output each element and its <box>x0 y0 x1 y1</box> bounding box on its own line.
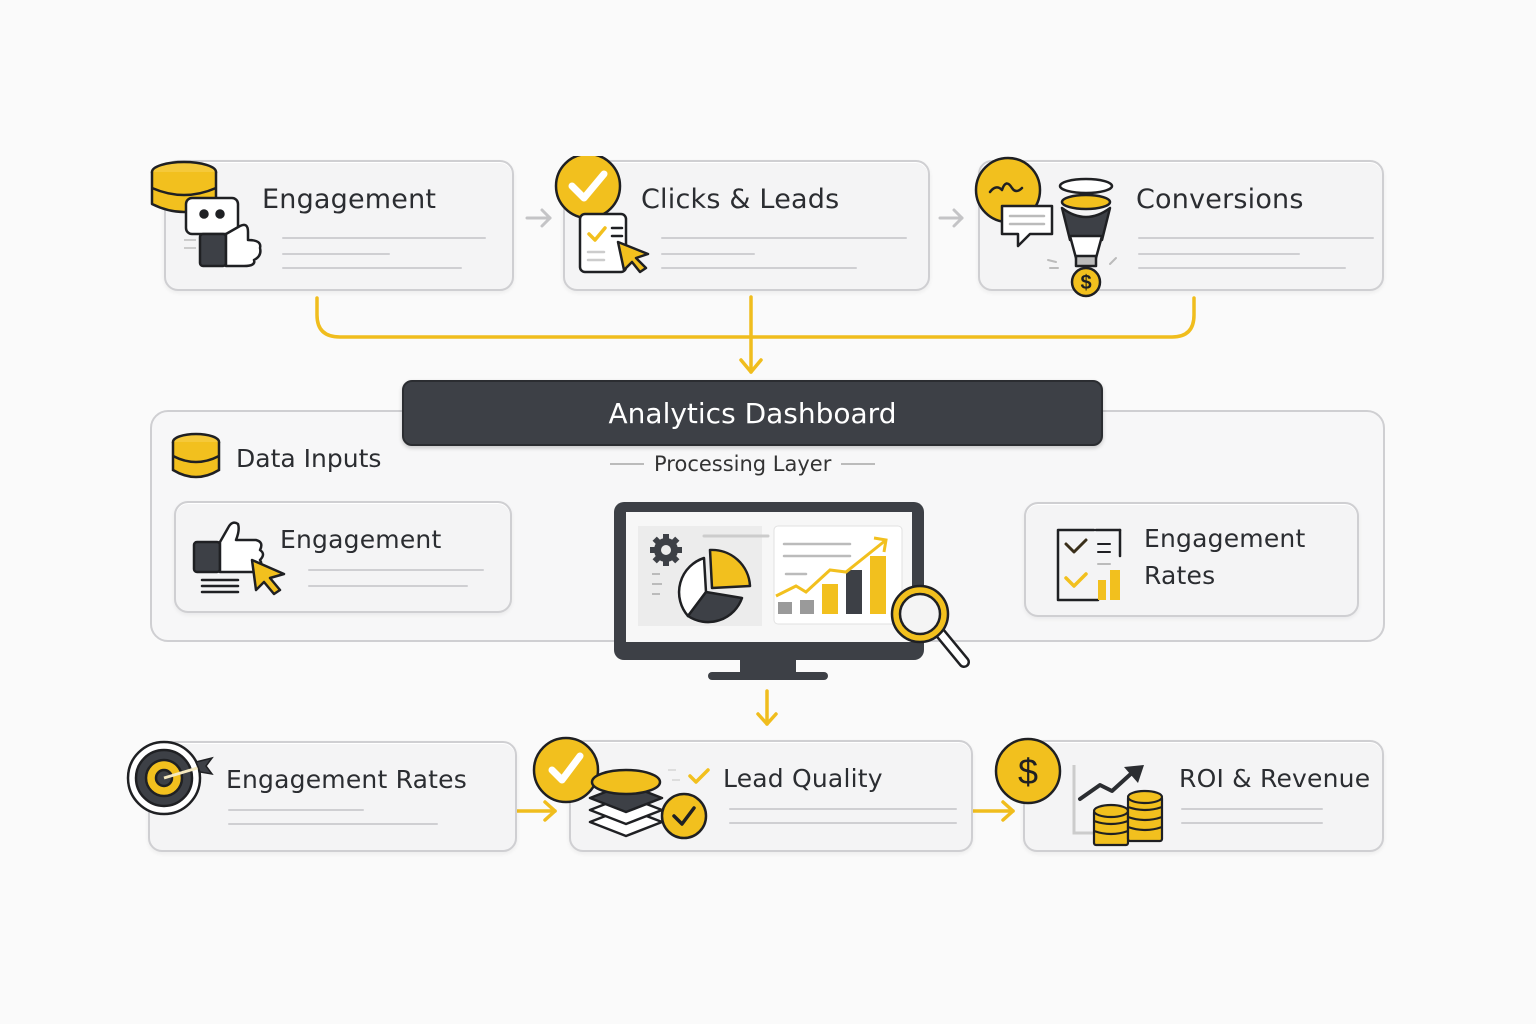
processing-layer-label: Processing Layer <box>610 452 876 476</box>
placeholder-line <box>282 253 390 255</box>
svg-text:$: $ <box>1080 272 1091 294</box>
placeholder-line <box>228 823 438 825</box>
arrow-dashboard-down <box>756 689 778 726</box>
placeholder-line <box>308 585 468 587</box>
target-arrow-icon <box>126 740 214 816</box>
database-thumbs-up-icon <box>150 160 262 268</box>
placeholder-line <box>729 808 957 810</box>
card-title: ROI & Revenue <box>1179 764 1371 793</box>
arrow-engagement-to-clicks <box>525 208 552 228</box>
card-title-line1: Engagement <box>1144 524 1306 553</box>
card-title: Clicks & Leads <box>641 184 840 215</box>
card-input-engagement[interactable]: Engagement <box>174 501 512 613</box>
chat-funnel-dollar-icon: $ <box>974 156 1117 298</box>
placeholder-line <box>661 253 755 255</box>
card-title: Engagement <box>262 184 437 215</box>
divider <box>610 463 644 465</box>
placeholder-line <box>1138 267 1346 269</box>
placeholder-line <box>661 267 857 269</box>
placeholder-line <box>661 237 907 239</box>
monitor-charts-magnifier-icon <box>614 502 970 680</box>
layers-check-icon <box>532 736 710 840</box>
coins-trend-icon: $ <box>994 737 1164 847</box>
card-title: Conversions <box>1136 184 1304 215</box>
placeholder-line <box>282 237 486 239</box>
card-title-line2: Rates <box>1144 561 1216 590</box>
card-output-engagement-rates[interactable]: Engagement Rates <box>1024 502 1359 617</box>
card-title: Engagement Rates <box>226 765 467 794</box>
card-title: Lead Quality <box>723 764 883 793</box>
svg-text:$: $ <box>1018 751 1038 792</box>
divider <box>841 463 876 465</box>
processing-layer-text: Processing Layer <box>654 452 832 476</box>
placeholder-line <box>1181 822 1323 824</box>
checkmark-clipboard-cursor-icon <box>554 156 650 274</box>
data-inputs-label: Data Inputs <box>236 444 382 473</box>
placeholder-line <box>282 267 462 269</box>
dashboard-title: Analytics Dashboard <box>608 396 897 430</box>
placeholder-line <box>729 822 957 824</box>
placeholder-line <box>308 569 484 571</box>
analytics-dashboard-header: Analytics Dashboard <box>402 380 1103 446</box>
thumbs-up-cursor-icon <box>192 521 286 596</box>
arrow-clicks-to-conversions <box>938 208 964 228</box>
checklist-bars-icon <box>1056 528 1122 602</box>
placeholder-line <box>1181 808 1323 810</box>
placeholder-line <box>1138 237 1374 239</box>
card-title: Engagement <box>280 525 442 554</box>
placeholder-line <box>1138 253 1300 255</box>
merge-bracket <box>315 295 1196 374</box>
placeholder-line <box>228 809 364 811</box>
database-icon <box>171 432 221 479</box>
